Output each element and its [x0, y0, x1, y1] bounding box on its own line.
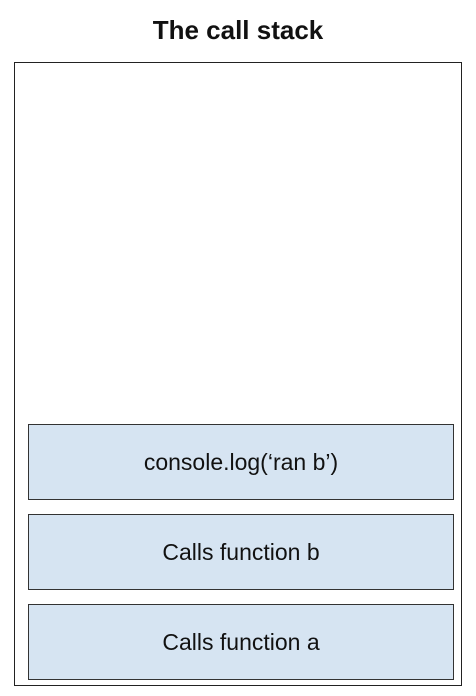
stack-frame-calls-a: Calls function a	[28, 604, 454, 680]
stack-frame-label: console.log(‘ran b’)	[143, 448, 339, 475]
stack-frame-label: Calls function b	[162, 538, 320, 565]
page-title: The call stack	[152, 15, 324, 45]
stack-frame-calls-b: Calls function b	[28, 514, 454, 590]
call-stack-container: console.log(‘ran b’) Calls function b Ca…	[14, 62, 462, 686]
stack-frame-label: Calls function a	[162, 628, 320, 655]
stack-frame-console-log: console.log(‘ran b’)	[28, 424, 454, 500]
